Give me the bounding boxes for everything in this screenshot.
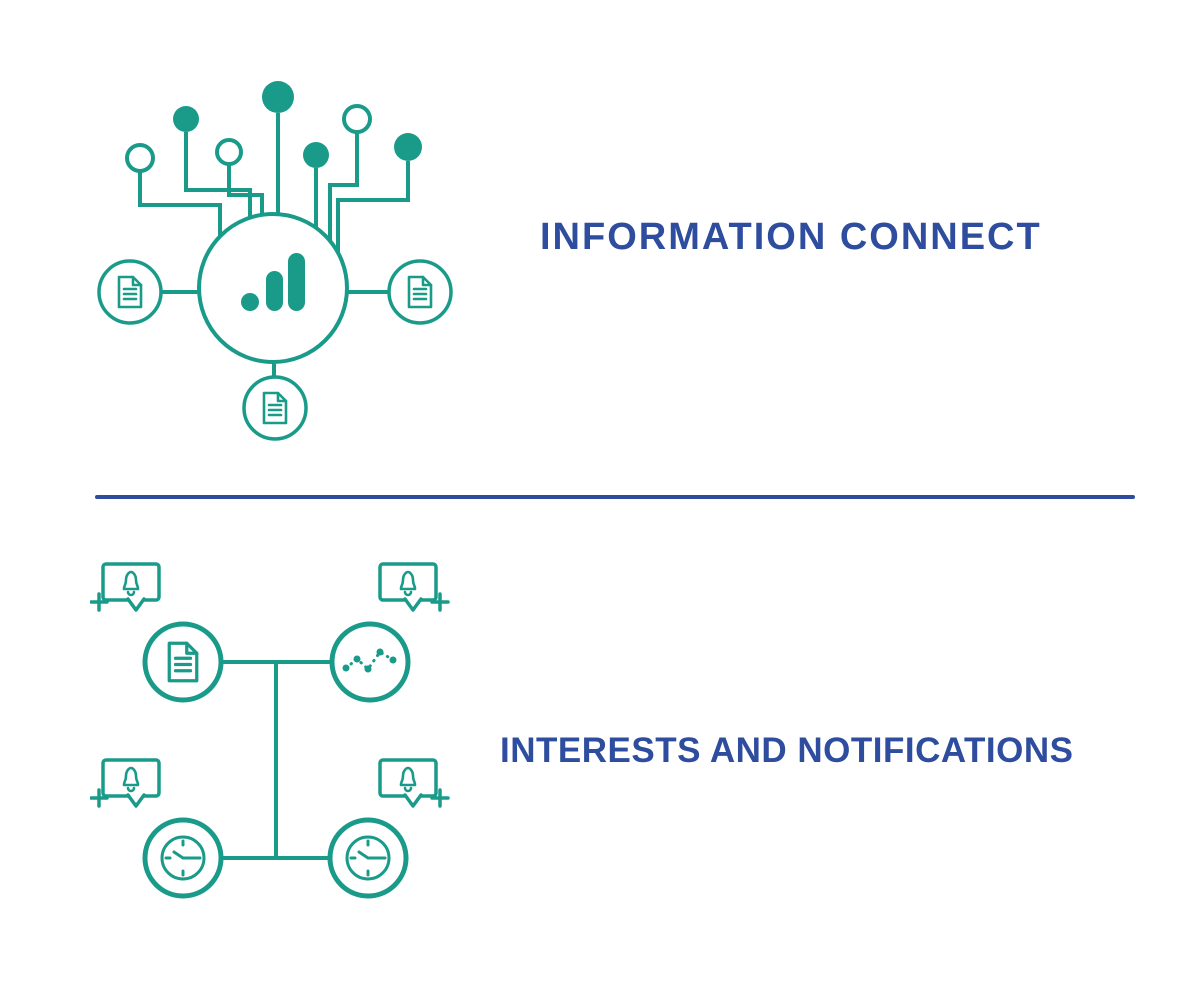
interest-circle-clock-right (327, 817, 409, 899)
line-chart-icon (342, 648, 397, 673)
clock-icon (345, 835, 391, 881)
bell-notification-bubble-icon (101, 562, 161, 613)
node-circle-outline (342, 104, 372, 134)
node-circle-filled (173, 106, 199, 132)
bell-notification-bubble-icon (378, 562, 438, 613)
information-connect-title: INFORMATION CONNECT (540, 216, 1042, 258)
bell-notification-bubble-icon (378, 758, 438, 809)
notification-badge-top-left (90, 562, 161, 613)
clock-icon (160, 835, 206, 881)
node-circle-outline (125, 143, 155, 173)
bar-chart-icon (241, 253, 305, 311)
notification-badge-bottom-left (90, 758, 161, 809)
node-circle-filled (303, 142, 329, 168)
interests-notifications-title: INTERESTS AND NOTIFICATIONS (500, 731, 1074, 770)
interest-circle-chart (329, 621, 411, 703)
node-circle-filled (394, 133, 422, 161)
grid-connectors (221, 660, 332, 860)
node-circle-outline (215, 138, 243, 166)
interest-circle-clock-left (142, 817, 224, 899)
section-divider (95, 495, 1135, 499)
notification-badge-bottom-right (378, 758, 450, 809)
network-node-circles (125, 81, 422, 173)
bell-notification-bubble-icon (101, 758, 161, 809)
satellite-document-left (97, 259, 163, 325)
interest-circle-document (142, 621, 224, 703)
satellite-document-right (387, 259, 453, 325)
satellite-connectors (161, 290, 389, 377)
satellite-document-bottom (242, 375, 308, 441)
node-circle-filled (262, 81, 294, 113)
network-branches (138, 113, 410, 253)
notification-badge-top-right (378, 562, 450, 613)
interests-notifications-illustration (90, 562, 450, 899)
information-connect-illustration (97, 81, 453, 441)
